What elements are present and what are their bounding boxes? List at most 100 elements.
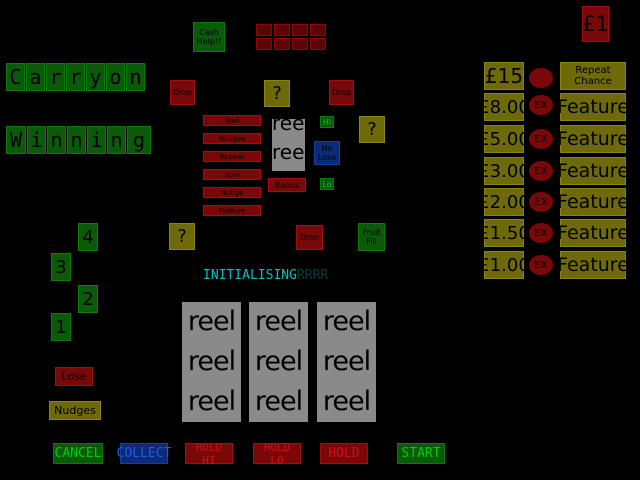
mini-reel-symbol: reel [272,119,305,135]
bonus-lamp: Bonus [268,178,306,192]
reel-1: reel reel reel [182,302,241,422]
reel-symbol: reel [187,306,236,337]
title-letter: o [106,63,125,91]
drop-lamp-mid: Drop [296,225,323,250]
prize-value: £8.00 [478,96,530,118]
title-letter: g [127,126,151,154]
title-letter: a [26,63,45,91]
title-line-carry-on: C a r r y o n [6,63,146,91]
nudges-lamp: Nudges [49,401,101,420]
lose-label: Lose [61,370,87,383]
title-letter: C [6,63,25,91]
feature-label: Feature [557,128,629,150]
collect-label: COLLECT [116,446,172,461]
reel-symbol: reel [322,386,371,417]
credit-digit [274,38,290,50]
reel-symbol: reel [254,346,303,377]
ladder-step-4: 4 [78,223,98,251]
ladder-number: 4 [82,226,94,248]
drop-lamp-right: Drop [329,80,354,105]
question-mark: ? [272,83,282,104]
ex-label: EX [534,165,548,177]
hold-button[interactable]: HOLD [320,443,368,464]
prize-lamp: £2.00 [478,188,530,216]
hold-lo-label: HOLD LO [263,440,291,467]
status-message-dim: RRRR [296,268,329,283]
prize-lamp: £8.00 [478,93,530,121]
collect-button[interactable]: COLLECT [117,443,171,464]
credit-digit [310,24,326,36]
prize-value: £1.50 [478,222,530,244]
reel-3: reel reel reel [317,302,376,422]
title-letter: n [67,126,86,154]
ladder-number: 3 [55,256,67,278]
mystery-lamp-1: ? [264,80,290,107]
exchange-lamp: EX [529,129,553,149]
title-letter: r [66,63,85,91]
feature-lamp: Feature [557,125,629,153]
credit-display [256,24,328,52]
feature-lamp: Feature [557,157,629,185]
feature-label: Feature [557,96,629,118]
reel-symbol: reel [322,306,371,337]
question-mark: ? [367,119,377,140]
lo-lamp: Lo [320,178,334,190]
ladder-step-2: 2 [78,285,98,313]
start-label: START [401,446,441,461]
feature-label: Feature [557,191,629,213]
mini-reel-symbol: reel [272,140,305,164]
start-button[interactable]: START [397,443,445,464]
title-letter: W [6,126,26,154]
prize-value: £3.00 [478,160,530,182]
credit-digit [292,38,308,50]
trail-lamp: Feature [203,205,261,216]
cash-help-label: Cash Help!! [196,28,222,46]
prize-lamp: £5.00 [478,125,530,153]
cash-help-button[interactable]: Cash Help!! [193,22,225,52]
exchange-lamp [529,68,553,88]
title-line-winning: W i n n i n g [6,126,151,154]
trail-lamp: Nudge [203,187,261,198]
ex-label: EX [534,196,548,208]
mystery-lamp-3: ? [169,223,195,250]
feature-label: Feature [557,254,629,276]
lo-label: Lo [322,179,332,189]
ladder-step-3: 3 [51,253,71,281]
stake-label: £1 [582,12,609,36]
title-letter: r [46,63,65,91]
title-letter: y [86,63,105,91]
fruit-fill-lamp: Fruit Fill [358,223,385,251]
prize-value: £2.00 [478,191,530,213]
reel-symbol: reel [254,306,303,337]
hold-hi-button[interactable]: HOLD HI [185,441,233,467]
repeat-chance-label: Repeat Chance [574,65,612,87]
trail-lamp: Trail [203,115,261,126]
ex-label: EX [534,259,548,271]
ex-label: EX [534,133,548,145]
no-lose-label: No Lose [317,144,337,162]
exchange-lamp: EX [529,255,553,275]
ladder-step-1: 1 [51,313,71,341]
lose-lamp: Lose [55,367,93,386]
title-letter: n [107,126,126,154]
prize-lamp: £1.00 [478,251,530,279]
question-mark: ? [177,226,187,247]
feature-label: Feature [557,222,629,244]
title-letter: n [126,63,145,91]
drop-label: Drop [299,233,320,242]
reel-symbol: reel [187,346,236,377]
nudges-label: Nudges [54,404,96,417]
prize-value: £15 [484,64,524,88]
exchange-lamp: EX [529,161,553,181]
stake-indicator: £1 [582,6,609,42]
title-letter: n [47,126,66,154]
prize-lamp: £3.00 [478,157,530,185]
bonus-label: Bonus [274,180,300,190]
trail-lamp: Spin [203,169,261,180]
hi-label: Hi [322,117,332,127]
feature-lamp: Feature [557,93,629,121]
cancel-button[interactable]: CANCEL [53,443,103,464]
feature-lamp: Feature [557,188,629,216]
hold-lo-button[interactable]: HOLD LO [253,440,301,467]
feature-lamp: Feature [557,251,629,279]
